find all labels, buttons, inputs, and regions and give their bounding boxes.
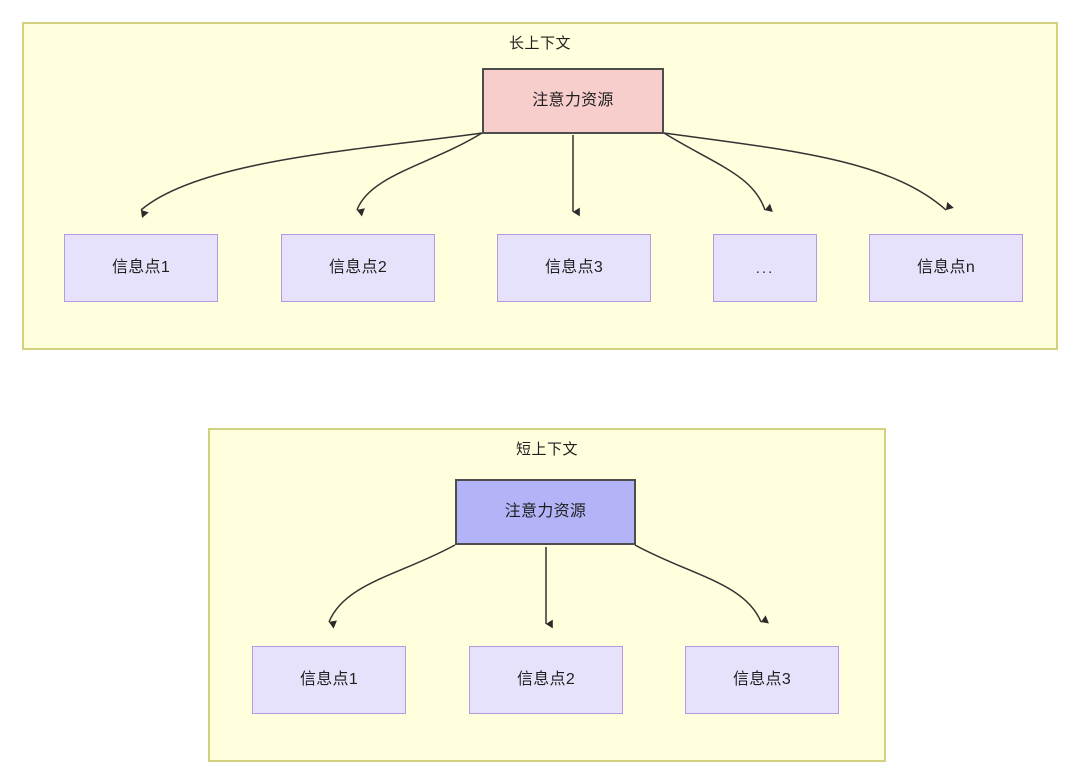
node-info-point-short-1[interactable]: 信息点1 [252,646,406,714]
node-info-point-long-n[interactable]: 信息点n [869,234,1023,302]
group-long-context-title: 长上下文 [508,35,571,52]
node-attention-resource-short[interactable]: 注意力资源 [455,479,636,545]
node-attention-resource-long[interactable]: 注意力资源 [482,68,664,134]
node-info-point-long-ellipsis-label: ... [755,259,775,277]
node-info-point-long-3-label: 信息点3 [544,259,604,276]
node-info-point-short-2[interactable]: 信息点2 [469,646,623,714]
group-short-context-title: 短上下文 [515,441,578,458]
node-info-point-short-3[interactable]: 信息点3 [685,646,839,714]
node-info-point-long-ellipsis[interactable]: ... [713,234,817,302]
node-info-point-long-n-label: 信息点n [916,259,976,276]
node-info-point-long-1-label: 信息点1 [111,259,171,276]
node-info-point-long-2-label: 信息点2 [328,259,388,276]
node-info-point-short-1-label: 信息点1 [299,671,359,688]
node-info-point-short-2-label: 信息点2 [516,671,576,688]
node-info-point-long-2[interactable]: 信息点2 [281,234,435,302]
node-info-point-long-3[interactable]: 信息点3 [497,234,651,302]
node-info-point-long-1[interactable]: 信息点1 [64,234,218,302]
node-info-point-short-3-label: 信息点3 [732,671,792,688]
node-attention-resource-long-label: 注意力资源 [532,92,614,109]
node-attention-resource-short-label: 注意力资源 [504,503,587,520]
